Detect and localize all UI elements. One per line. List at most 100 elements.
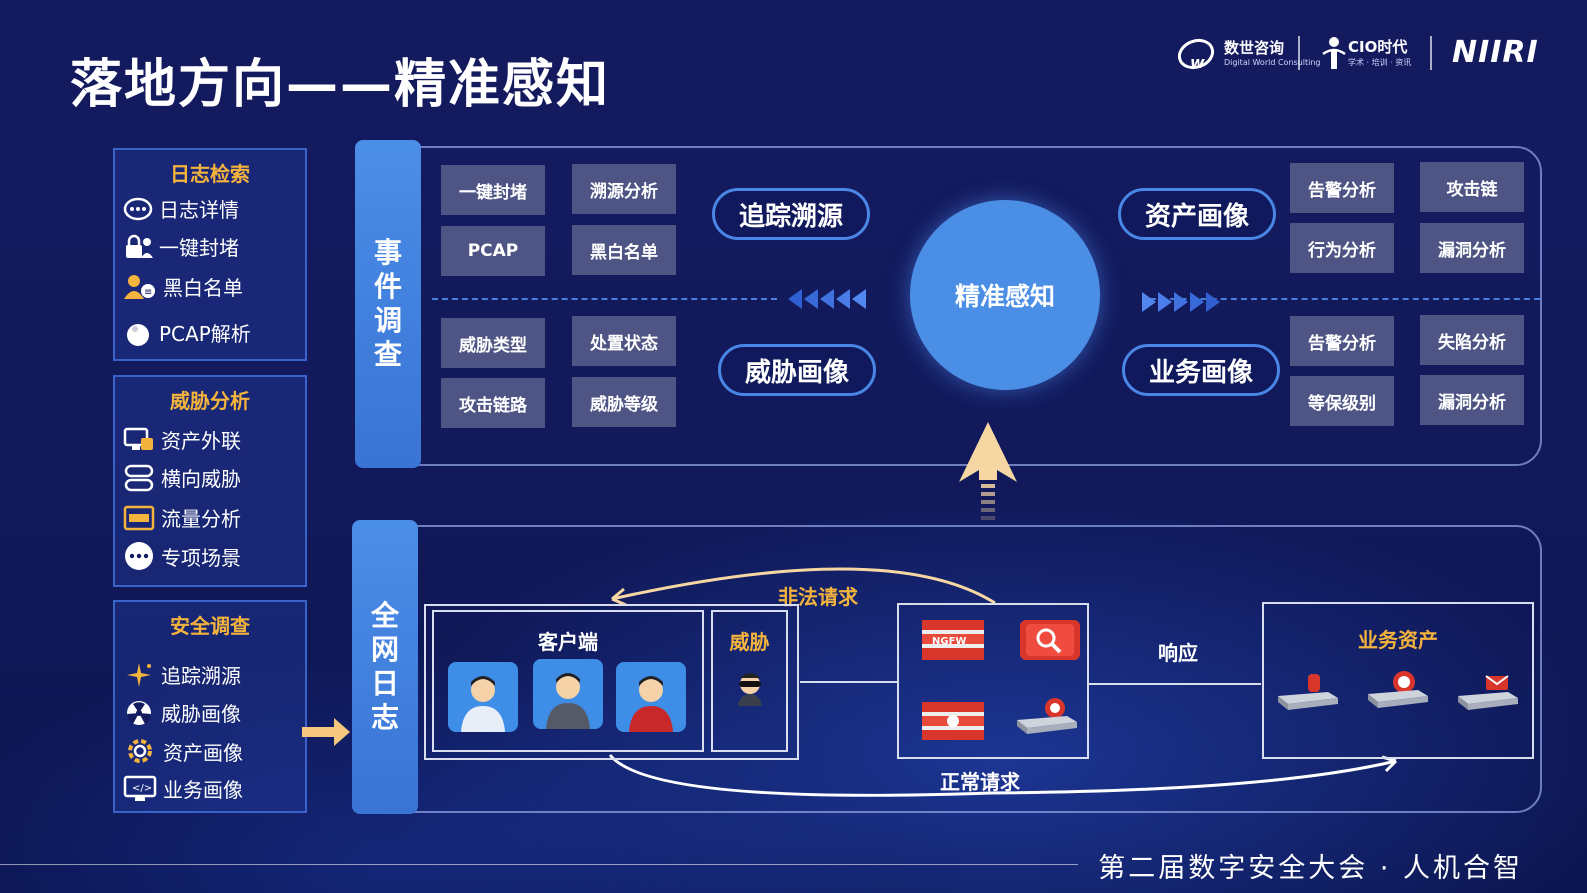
tile-behavior-analysis[interactable]: 行为分析	[1290, 223, 1394, 273]
panel-item: 横向威胁	[123, 463, 241, 492]
tile-threat-level[interactable]: 威胁等级	[572, 377, 676, 427]
pill-trace-source[interactable]: 追踪溯源	[712, 188, 870, 240]
monitor-link-icon	[123, 427, 153, 450]
panel-item: PCAP解析	[123, 318, 251, 347]
more-dots-icon	[125, 542, 153, 570]
panel-item: 资产画像	[123, 736, 243, 766]
security-devices-box	[897, 603, 1089, 759]
threat-box: 威胁	[711, 610, 788, 752]
tile-pcap[interactable]: PCAP	[441, 226, 545, 276]
logo-cio: CIO时代 学术 · 培训 · 资讯	[1320, 30, 1411, 74]
threat-title: 威胁	[729, 630, 770, 654]
panel-heading: 日志检索	[170, 162, 250, 186]
tile-threat-type[interactable]: 威胁类型	[441, 318, 545, 368]
business-assets-title: 业务资产	[1358, 628, 1438, 652]
tile-alert-analysis[interactable]: 告警分析	[1290, 163, 1394, 213]
hand-tap-icon	[127, 323, 149, 346]
server-device-icon	[1017, 698, 1077, 734]
panel-item-label: 专项场景	[161, 545, 241, 570]
panel-item-label: 黑白名单	[163, 276, 243, 300]
panel-item: ≡ 黑白名单	[123, 272, 243, 301]
web-server-icon	[1368, 671, 1428, 708]
tile-vulnerability-analysis-2[interactable]: 漏洞分析	[1420, 375, 1524, 425]
normal-request-label: 正常请求	[940, 770, 1020, 794]
panel-item-label: 资产外联	[161, 429, 241, 453]
dw-logo-icon: w	[1177, 38, 1215, 72]
svg-text:w: w	[1190, 53, 1205, 72]
panel-item-label: 流量分析	[161, 507, 241, 531]
business-assets-box: 业务资产	[1262, 602, 1534, 759]
panel-item-label: PCAP解析	[159, 322, 251, 346]
http-window-icon	[123, 505, 155, 530]
footer-divider	[0, 864, 1078, 865]
tile-compromise-analysis[interactable]: 失陷分析	[1420, 315, 1524, 365]
dw-logo-name: 数世咨询	[1224, 39, 1285, 57]
monitor-code-icon: </>	[123, 775, 157, 801]
pill-threat-profile[interactable]: 威胁画像	[718, 344, 876, 396]
panel-item: 日志详情	[123, 194, 239, 223]
connector-line	[800, 681, 898, 683]
footer-text: 第二届数字安全大会 · 人机合智	[1098, 853, 1523, 884]
client-threat-box	[424, 604, 799, 760]
gear-cog-icon	[128, 739, 152, 763]
arrow-right-icon	[302, 718, 350, 746]
panel-item: 一键封堵	[123, 232, 239, 261]
tile-black-white-list[interactable]: 黑白名单	[572, 225, 676, 275]
tile-trace-analysis[interactable]: 溯源分析	[572, 164, 676, 214]
panel-item-label: 横向威胁	[161, 467, 241, 491]
pill-business-profile[interactable]: 业务画像	[1122, 344, 1280, 396]
client-user-avatar	[616, 662, 686, 732]
logo-dw: w 数世咨询 Digital World Consulting	[1176, 30, 1320, 74]
pill-asset-profile[interactable]: 资产画像	[1118, 188, 1276, 240]
panel-item-label: 资产画像	[163, 740, 243, 765]
panel-security-investigation: 安全调查 追踪溯源 威胁画像 资产画像 </> 业务画像	[113, 600, 307, 813]
tile-attack-chain[interactable]: 攻击链	[1420, 162, 1524, 212]
user-avatar-icon	[629, 676, 673, 732]
database-server-icon	[1278, 674, 1338, 710]
cio-logo-name: CIO时代	[1348, 38, 1408, 56]
tile-alert-analysis-2[interactable]: 告警分析	[1290, 316, 1394, 366]
firewall-device-icon	[922, 702, 984, 740]
logo-divider	[1430, 36, 1432, 70]
panel-item: 专项场景	[123, 541, 241, 571]
logo-niiri: NIIRI	[1452, 30, 1539, 74]
precise-perception-core[interactable]: 精准感知	[910, 200, 1100, 390]
response-label: 响应	[1158, 641, 1198, 665]
panel-item-label: 业务画像	[163, 778, 243, 802]
mail-server-icon	[1458, 675, 1518, 710]
chevron-left-arrows-icon	[788, 289, 866, 309]
panel-item: 流量分析	[123, 503, 241, 532]
client-user-avatar	[448, 662, 518, 732]
panel-item-label: 日志详情	[159, 198, 239, 222]
panel-item: 资产外联	[123, 425, 241, 454]
dashed-connector-right	[1150, 298, 1540, 300]
tile-handling-status[interactable]: 处置状态	[572, 316, 676, 366]
panel-item: 威胁画像	[123, 698, 241, 727]
user-avatar-icon	[546, 673, 590, 729]
panel-item: </> 业务画像	[123, 774, 243, 803]
svg-text:≡: ≡	[144, 287, 152, 298]
chat-bubble-icon	[123, 197, 153, 220]
event-investigation-label: 事件调查	[355, 140, 421, 468]
tile-attack-chain-path[interactable]: 攻击链路	[441, 378, 545, 428]
user-avatar-icon	[461, 676, 505, 732]
ngfw-label: NGFW	[932, 636, 966, 647]
tile-vulnerability-analysis[interactable]: 漏洞分析	[1420, 223, 1524, 273]
panel-item-label: 威胁画像	[161, 702, 241, 726]
panel-log-search: 日志检索 日志详情 一键封堵 ≡ 黑白名单 PCAP解析	[113, 148, 307, 361]
chevron-right-arrows-icon	[1142, 292, 1220, 312]
ngfw-firewall-icon: NGFW	[922, 620, 984, 660]
scan-device-icon	[1020, 620, 1080, 660]
tile-one-click-block[interactable]: 一键封堵	[441, 165, 545, 215]
lock-user-icon	[126, 234, 153, 258]
tile-protection-level[interactable]: 等保级别	[1290, 376, 1394, 426]
user-list-icon: ≡	[124, 274, 155, 299]
hacker-icon	[738, 673, 762, 706]
cio-logo-icon	[1322, 37, 1346, 69]
connector-line	[1089, 683, 1261, 685]
panel-heading: 安全调查	[170, 614, 250, 638]
panel-threat-analysis: 威胁分析 资产外联 横向威胁 流量分析 专项场景	[113, 375, 307, 587]
logo-divider	[1298, 36, 1300, 70]
svg-text:</>: </>	[132, 783, 152, 794]
network-log-text: 全网日志	[370, 599, 399, 734]
